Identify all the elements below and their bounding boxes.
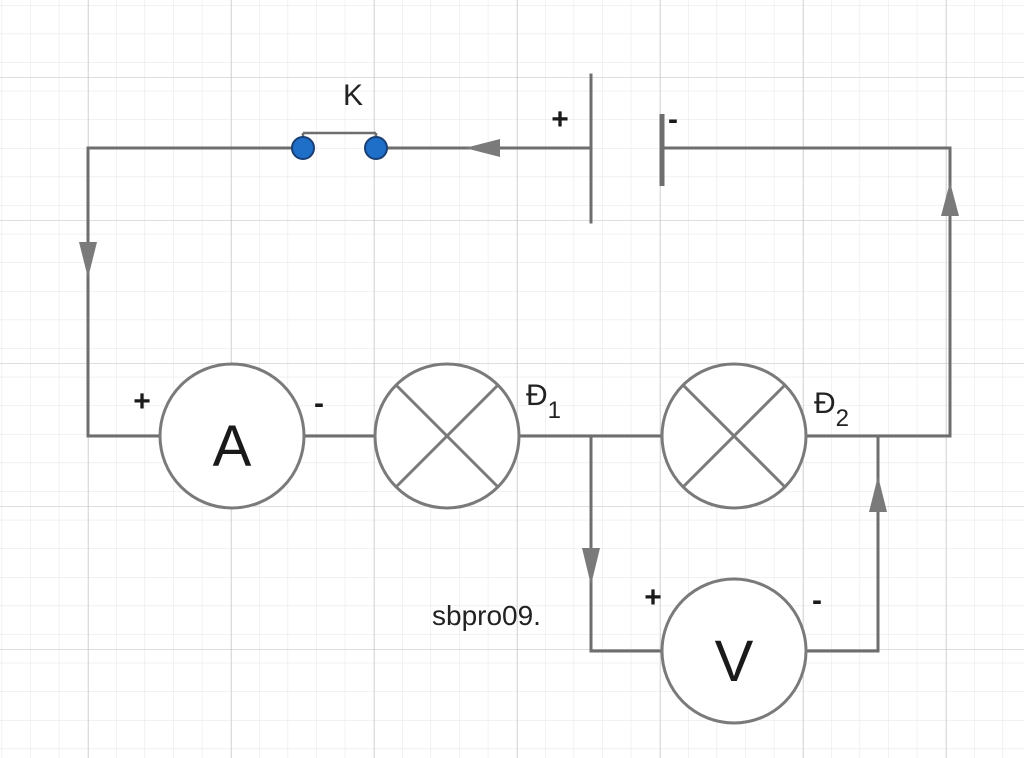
switch-label: K — [343, 79, 363, 112]
lamp-2: Đ2 — [660, 362, 849, 510]
ammeter-circle — [158, 362, 306, 510]
lamp-1-label: Đ1 — [526, 379, 561, 424]
battery-plus-sign: + — [551, 103, 569, 136]
ammeter-plus-sign: + — [133, 385, 151, 418]
voltmeter-circle — [660, 577, 808, 725]
arrow-up-icon — [941, 182, 959, 216]
lamp-1: Đ1 — [373, 362, 561, 510]
arrow-down-icon — [582, 548, 600, 585]
switch-contact-left — [291, 136, 315, 160]
ammeter-minus-sign: - — [314, 387, 324, 420]
switch: K — [291, 79, 388, 160]
watermark-text: sbpro09. — [432, 600, 541, 631]
arrow-up-icon — [869, 476, 887, 512]
voltmeter-plus-sign: + — [644, 581, 662, 614]
lamp-2-label: Đ2 — [814, 387, 849, 432]
voltmeter-symbol: V — [715, 629, 754, 694]
switch-contact-right — [364, 136, 388, 160]
lamp-2-cross-b — [681, 383, 787, 489]
voltmeter-minus-sign: - — [812, 584, 822, 617]
ammeter-symbol: A — [213, 414, 252, 479]
battery: + - — [551, 73, 678, 224]
battery-minus-sign: - — [668, 103, 678, 136]
current-arrows — [79, 139, 959, 585]
voltmeter: V + - — [644, 577, 822, 725]
lamp-1-cross-b — [394, 383, 500, 489]
ammeter: A + - — [133, 362, 324, 510]
arrow-down-icon — [79, 242, 97, 278]
arrow-left-icon — [465, 139, 500, 157]
